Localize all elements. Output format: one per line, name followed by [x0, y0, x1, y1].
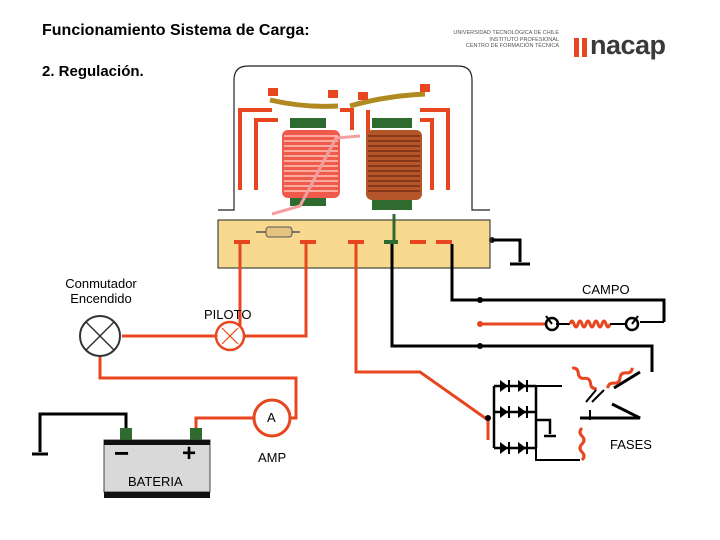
switch-label-line: Encendido: [70, 291, 132, 306]
pilot-label: PILOTO: [204, 307, 252, 322]
red-wires: [98, 242, 546, 440]
battery-label: BATERIA: [128, 474, 183, 489]
battery-plus-sign: +: [182, 440, 197, 467]
resistor: [256, 226, 300, 238]
relay-frames: [238, 108, 450, 190]
ammeter-symbol: A: [267, 410, 276, 425]
page-subtitle: 2. Regulación.: [42, 63, 144, 80]
page-title: Funcionamiento Sistema de Carga:: [42, 22, 310, 39]
black-wires: [32, 244, 666, 456]
stator-phases: [535, 366, 634, 462]
diode-icons: [500, 380, 528, 454]
contact-points: [268, 84, 430, 100]
university-caption: UNIVERSIDAD TECNOLÓGICA DE CHILE INSTITU…: [444, 30, 559, 50]
university-line: CENTRO DE FORMACIÓN TÉCNICA: [465, 43, 559, 49]
ammeter-icon: [252, 398, 292, 438]
regulator-housing: [218, 65, 490, 211]
pilot-lamp-icon: [214, 320, 246, 352]
phases-label: FASES: [610, 437, 652, 452]
inacap-logo: nacap: [572, 30, 682, 60]
battery-icon: [103, 428, 211, 498]
contact-arm: [269, 97, 339, 109]
battery-minus-sign: −: [114, 438, 130, 468]
field-coil: [544, 315, 664, 332]
current-coil: [366, 118, 422, 210]
voltage-coil: [282, 118, 340, 206]
field-label: CAMPO: [582, 282, 630, 297]
switch-label-line: Conmutador: [65, 276, 137, 291]
logo-mark-icon: [574, 38, 587, 57]
contact-arm: [349, 91, 426, 109]
university-line: INSTITUTO PROFESIONAL: [489, 36, 559, 43]
logo-wordmark: nacap: [590, 30, 666, 60]
university-line: UNIVERSIDAD TECNOLÓGICA DE CHILE: [453, 30, 559, 36]
rectifier-bridge: [492, 384, 556, 450]
coil-link: [271, 134, 361, 216]
switch-label: Conmutador Encendido: [58, 276, 144, 306]
ground-symbol: [492, 238, 530, 266]
ammeter-label: AMP: [258, 450, 287, 465]
ignition-switch-icon: [79, 315, 121, 357]
